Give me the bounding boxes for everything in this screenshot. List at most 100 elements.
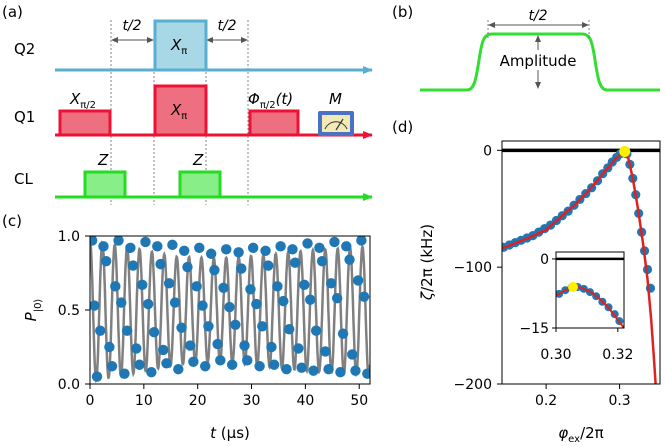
panel-d-ylabel: ζ/2π (kHz) [418,224,436,301]
panel-label-c: (c) [2,212,22,230]
panel-c-data-point [245,284,256,295]
panel-c-data-point [158,344,169,356]
panel-c-data-point [176,322,187,333]
panel-c-ytick-label: 1.0 [58,229,80,245]
panel-c-data-point [226,359,238,370]
channel-label-q1: Q1 [14,108,35,126]
panel-c-data-point [191,281,202,292]
panel-c-data-point [281,364,292,375]
panel-c-data-point [314,242,325,254]
panel-c-xtick-label: 30 [243,393,261,409]
panel-c-data-point [163,278,175,289]
panel-c-data-point [362,368,370,379]
inset-plot-area [556,257,624,328]
panel-c-data-point [320,346,331,357]
q1-x-half-pi-pulse [58,109,112,137]
panel-c-data-point [121,325,133,336]
q1-phase-pulse [248,109,300,137]
panel-c-data-point [212,338,223,350]
panel-c-data-point [257,321,268,332]
panel-c-data-point [155,258,166,270]
panel-c-data-point [284,324,295,335]
panel-c-data-point [302,238,313,249]
panel-c-data-point [119,368,130,379]
panel-label-b: (b) [392,3,413,21]
panel-b: (b) t/2 Amplitude [392,3,660,92]
panel-c-xlabel: t (μs) [210,424,250,442]
q1-phase-label: Φπ/2(t) [248,90,293,111]
panel-c-data-point [203,321,214,332]
panel-c-data-point [137,279,148,291]
cl-z-pulse-2 [178,170,222,199]
panel-c-plot-area [90,236,370,384]
panel-c-data-point [113,236,124,246]
panel-c-data-point [194,242,205,254]
pulse-shape-curve [420,32,660,92]
panel-c-data-point [254,361,265,372]
panel-d-xtick-label: 0.2 [535,393,557,409]
panel-c-data-point [350,365,361,376]
panel-c-data-point [358,291,370,302]
panel-c-data-point [188,356,199,367]
cl-z-pulse-1 [83,170,127,199]
panel-c-data-point [278,295,289,307]
panel-c-data-point [173,364,184,375]
width-label: t/2 [528,8,547,24]
q1-x-pi-pulse [153,84,208,137]
panel-c-data-point [95,325,106,336]
panel-c-data-point [331,292,343,304]
cl-z-label-2: Z [192,151,204,169]
inset-highlight-point [568,282,578,293]
delay-label-1: t/2 [122,18,141,34]
q2-x-pi-label: Xπ [170,36,187,57]
panel-c-data-point [127,260,139,271]
channel-label-cl: CL [14,170,33,188]
inset-fit-line [556,285,624,328]
panel-c-ytick-label: 0.5 [58,303,80,319]
panel-c-data-point [323,364,334,375]
panel-c-data-point [329,236,340,248]
panel-c-data-point [100,255,112,267]
panel-c-xtick-label: 40 [296,393,314,409]
panel-d-xlabel: φex/2π [558,424,603,445]
panel-a: (a) t/2 t/2 Q2 Xπ Q1 Xπ/2 Xπ Φπ/2(t) [2,3,373,205]
panel-c-data-point [140,236,151,248]
panel-c-data-point [215,355,226,366]
panel-c-data-point [356,236,367,246]
panel-c-data-point [293,343,304,354]
panel-c-data-point [310,325,322,336]
panel-c-data-point [184,340,196,351]
panel-d-frame [501,140,661,385]
q2-x-pi-pulse [153,19,208,72]
panel-c-data-point [308,365,319,376]
panel-c-data-point [287,244,298,255]
panel-c-data-point [344,254,355,265]
panel-c-data-point [326,278,337,289]
panel-c-data-point [218,282,229,293]
panel-c-data-point [179,245,190,256]
panel-c-data-point [221,244,232,255]
panel-d-plot-area [502,146,660,384]
panel-c-data-point [230,319,241,330]
panel-c-data-point [266,341,277,353]
panel-c-data-point [233,247,244,258]
panel-c-data-point [296,362,307,373]
measure-meter-icon [318,111,354,136]
panel-d-highlight-point [619,146,631,158]
panel-c-data-point [134,359,145,370]
measure-label: M [329,90,342,108]
panel-c-ytick-label: 0.0 [58,377,80,393]
panel-c-ylabel: P|0⟩ [22,299,44,322]
panel-c-xtick-label: 50 [350,393,368,409]
panel-c-data-point [236,263,247,274]
panel-d-ytick-label: −200 [454,377,492,393]
inset-xtick-label: 0.32 [602,347,633,363]
q1-x-half-pi-label: Xπ/2 [69,90,96,111]
panel-c-fit-line [90,240,370,384]
panel-c-data-point [169,297,181,308]
panel-c-data-point [110,281,121,292]
